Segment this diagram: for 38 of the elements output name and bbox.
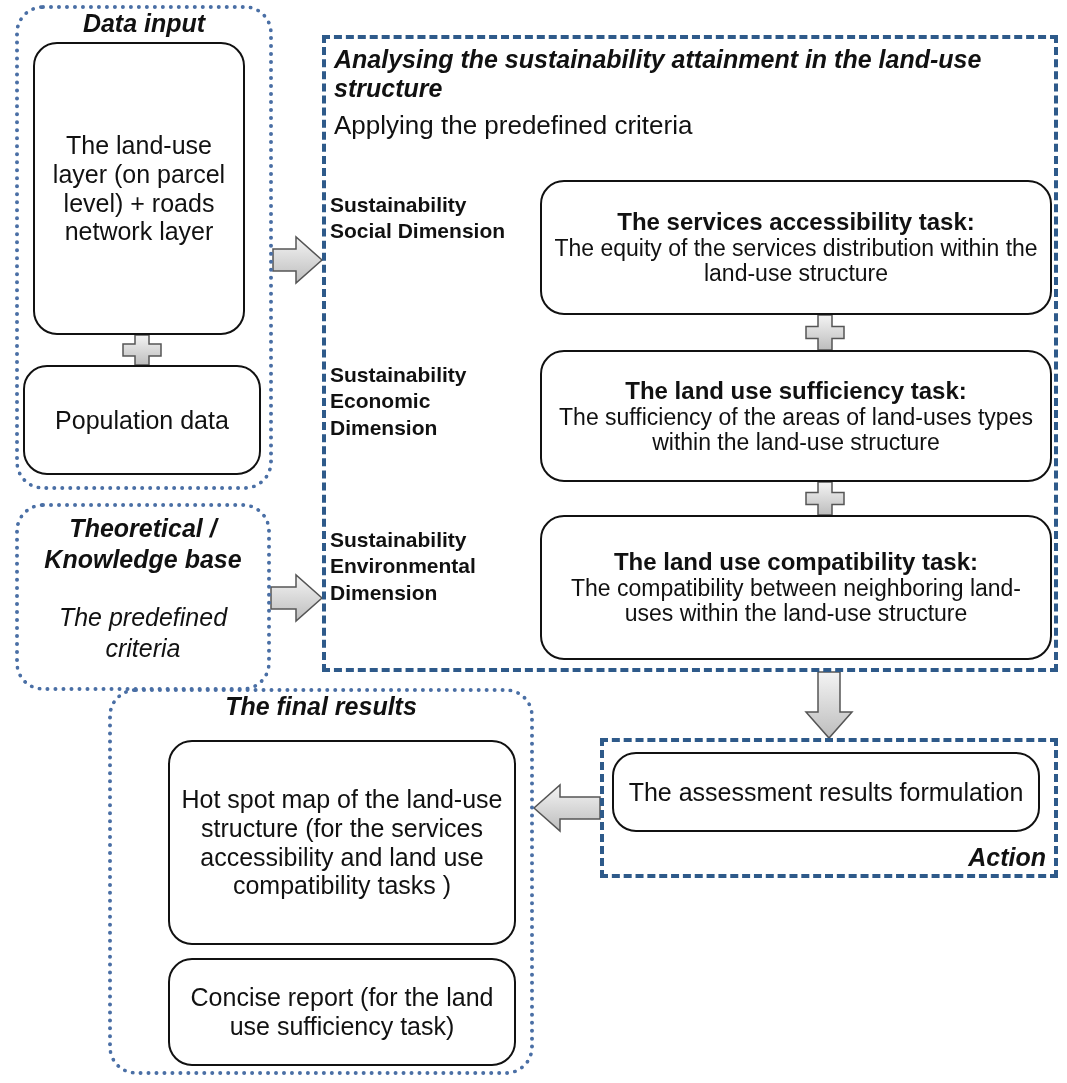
task-heading: The land use compatibility task: — [613, 548, 979, 576]
panel-subheading: Applying the predefined criteria — [334, 111, 694, 141]
dotted-group-panel — [15, 503, 271, 691]
box-text: The assessment results formulation — [628, 777, 1024, 807]
dashed-group-panel — [322, 35, 1058, 672]
dotted-group-panel — [108, 688, 534, 1075]
dimension-label: Sustainability Environmental Dimension — [330, 527, 477, 606]
process-box — [23, 365, 261, 475]
box-text: The equity of the services distribution within the land-use structure — [553, 236, 1039, 287]
box-text: The land-use layer (on parcel level) + roads network layer — [51, 131, 227, 246]
panel-subheading: The predefined criteria — [57, 602, 229, 665]
dashed-group-panel — [600, 738, 1058, 878]
box-text: Concise report (for the land use sufficiency task) — [189, 983, 495, 1041]
dimension-label: Sustainability Economic Dimension — [330, 362, 468, 441]
process-box — [33, 42, 245, 335]
box-text: Population data — [55, 405, 229, 435]
box-text: The sufficiency of the areas of land-uses types within the land-use structure — [558, 404, 1034, 456]
box-text: Hot spot map of the land-use structure (for the services accessibility and land use compatibility tasks ) — [180, 785, 504, 900]
dimension-label: Sustainability Social Dimension — [330, 192, 507, 245]
process-box — [612, 752, 1040, 832]
panel-heading: The final results — [224, 692, 418, 721]
plus-connector — [122, 334, 162, 366]
block-arrow — [532, 783, 601, 833]
panel-heading: Data input — [81, 9, 207, 38]
panel-heading: Analysing the sustainability attainment in the land-use structure — [334, 45, 983, 103]
box-text: The compatibility between neighboring land-uses within the land-use structure — [569, 576, 1023, 627]
task-heading: The services accessibility task: — [617, 208, 975, 236]
panel-heading: Theoretical / Knowledge base — [43, 513, 243, 576]
panel-heading: Action — [968, 843, 1046, 872]
block-arrow — [270, 573, 324, 623]
process-box — [168, 958, 516, 1066]
plus-connector — [805, 481, 845, 516]
block-arrow — [804, 671, 854, 740]
plus-connector — [805, 314, 845, 351]
block-arrow — [272, 235, 324, 285]
process-box — [168, 740, 516, 945]
task-heading: The land use sufficiency task: — [625, 376, 967, 405]
dotted-group-panel — [15, 5, 273, 490]
